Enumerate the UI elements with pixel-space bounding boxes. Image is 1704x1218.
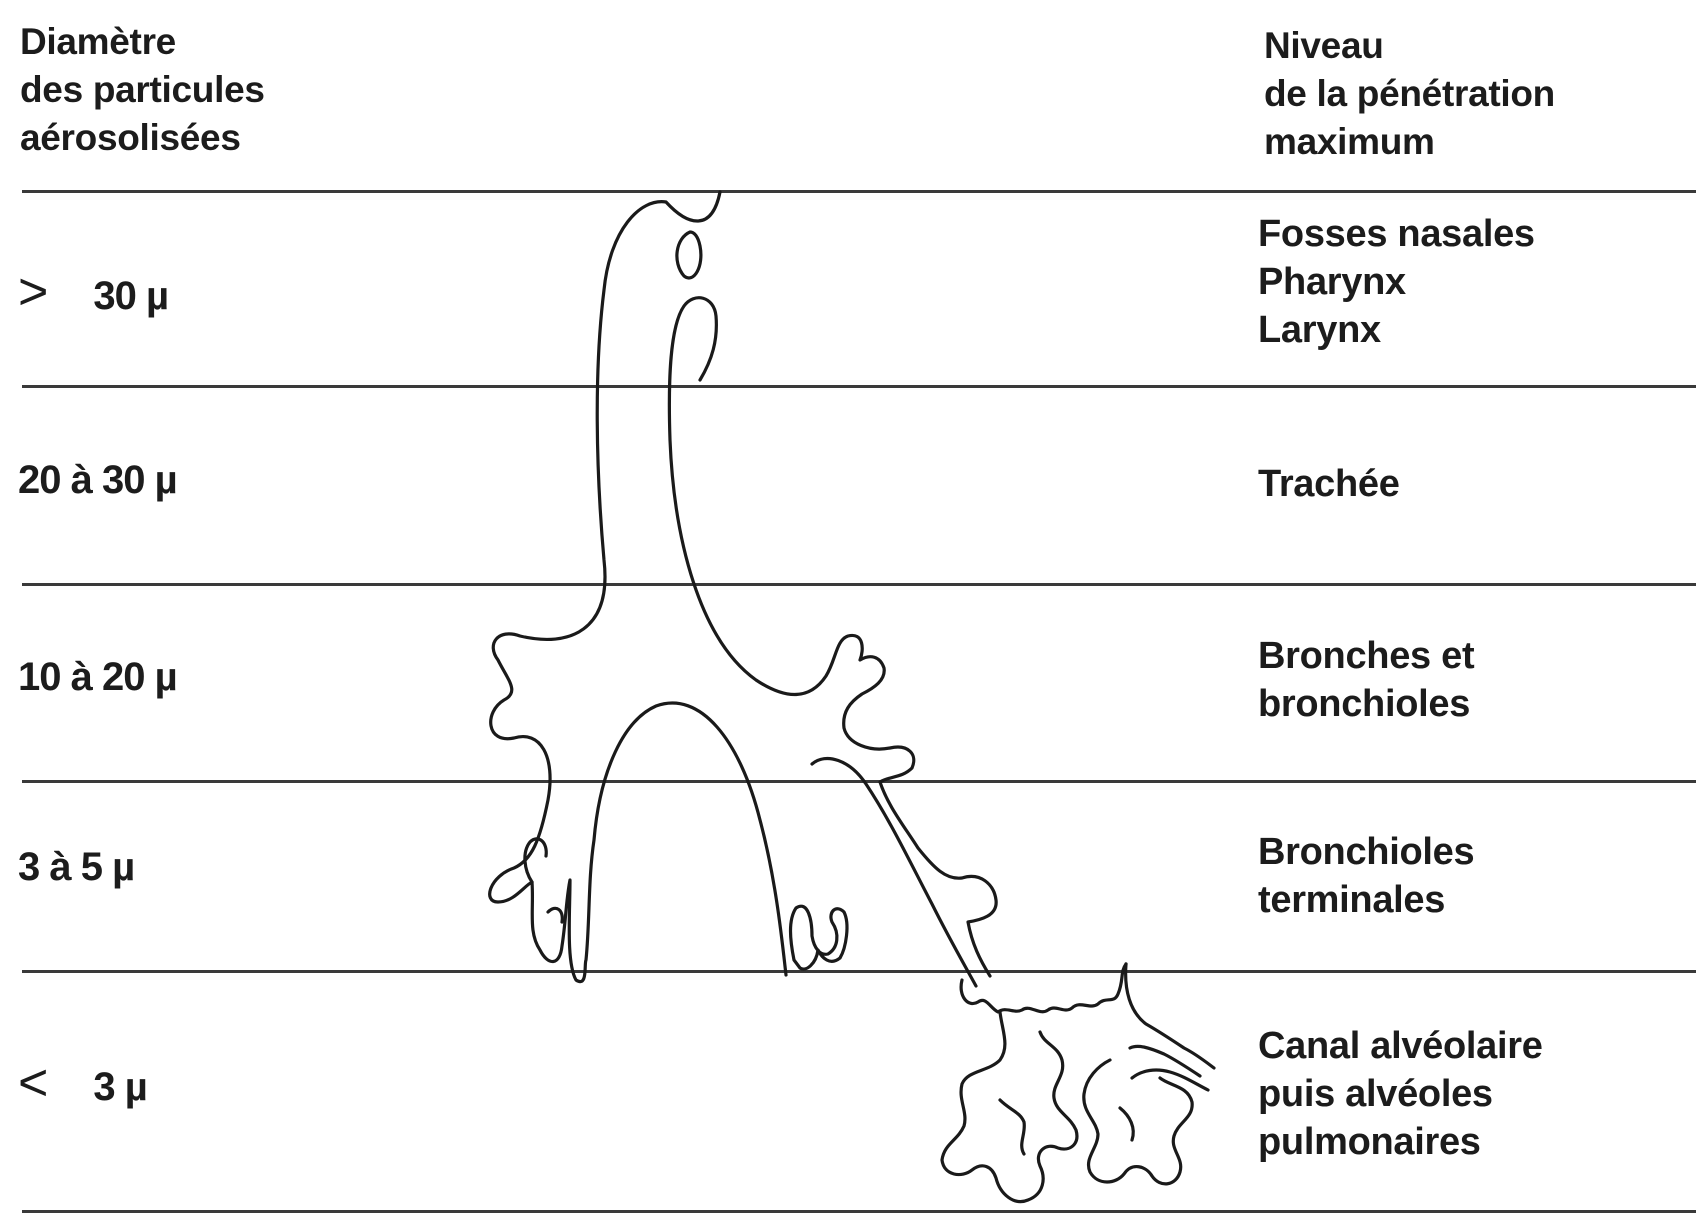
pharynx-blob xyxy=(677,232,701,278)
right-bronchus-inner xyxy=(812,758,976,986)
terminal-bronchioles-right xyxy=(791,906,847,969)
trachea-left-wall xyxy=(490,192,786,982)
trachea-right-wall xyxy=(669,298,996,976)
alveoli-cluster-right xyxy=(1084,1060,1192,1184)
